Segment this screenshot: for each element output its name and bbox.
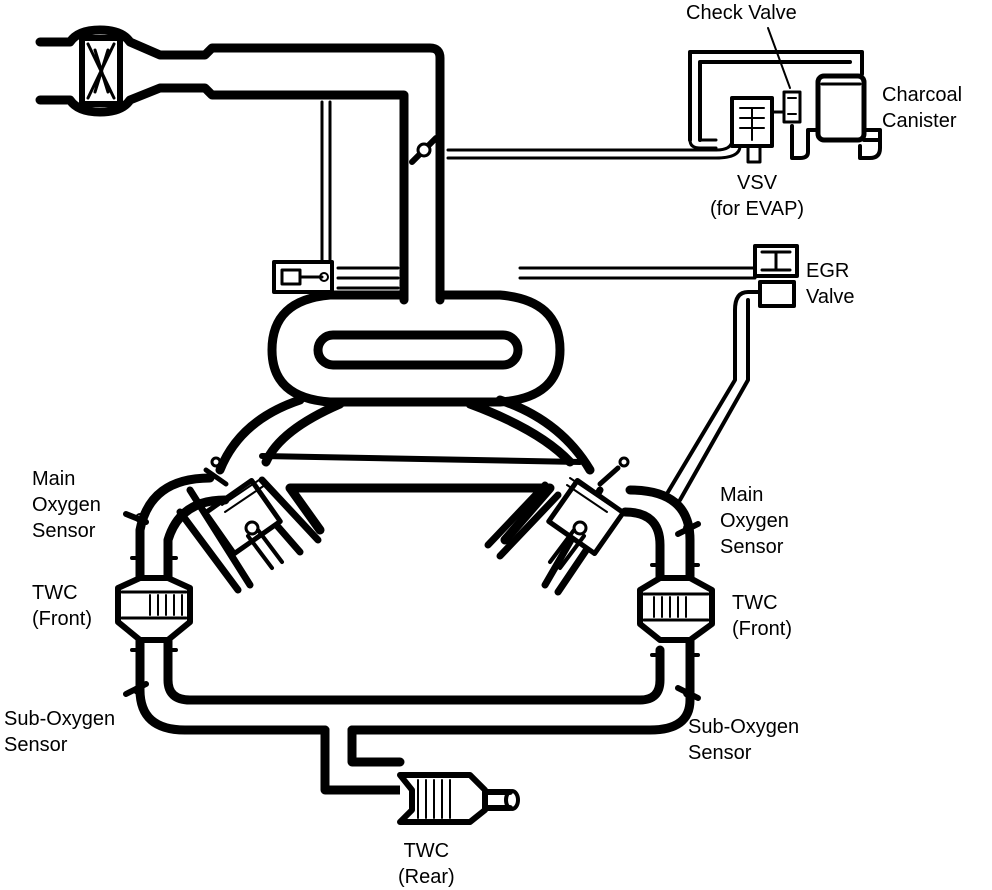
twc-front-left-label: TWC (Front) — [32, 582, 92, 630]
twc-front-right-label: TWC (Front) — [732, 592, 792, 640]
sub-oxygen-sensor-left — [123, 681, 149, 697]
twc-rear-label: TWC (Rear) — [398, 840, 455, 888]
sub-oxygen-sensor-right-label: Sub-Oxygen Sensor — [688, 716, 800, 764]
left-exhaust-loop — [135, 473, 665, 795]
intake-sensor — [409, 135, 439, 165]
main-oxygen-sensor-left-label: Main Oxygen Sensor — [32, 468, 101, 542]
right-front-twc — [637, 563, 715, 657]
egr-valve — [518, 244, 799, 502]
throttle-actuator — [272, 260, 400, 294]
check-valve-label: Check Valve — [686, 2, 797, 24]
right-cylinder-bank — [484, 456, 630, 596]
intake-manifold — [215, 290, 595, 475]
rear-twc — [397, 772, 520, 825]
right-exhaust-loop — [347, 485, 695, 735]
charcoal-canister-label: Charcoal Canister — [882, 84, 963, 132]
left-front-twc — [115, 556, 193, 652]
main-oxygen-sensor-right-label: Main Oxygen Sensor — [720, 484, 789, 558]
egr-valve-label: EGR Valve — [806, 260, 855, 308]
exhaust-crossover — [285, 483, 555, 545]
vacuum-line — [320, 100, 332, 272]
left-cylinder-bank — [176, 456, 322, 594]
sub-oxygen-sensor-right — [675, 685, 701, 701]
sub-oxygen-sensor-left-label: Sub-Oxygen Sensor — [4, 708, 116, 756]
vsv-label: VSV (for EVAP) — [710, 172, 805, 220]
charcoal-canister — [688, 27, 882, 160]
main-oxygen-sensor-left — [123, 511, 149, 525]
main-oxygen-sensor-right — [675, 521, 701, 537]
vsv-evap — [446, 96, 774, 164]
air-cleaner — [35, 25, 445, 305]
